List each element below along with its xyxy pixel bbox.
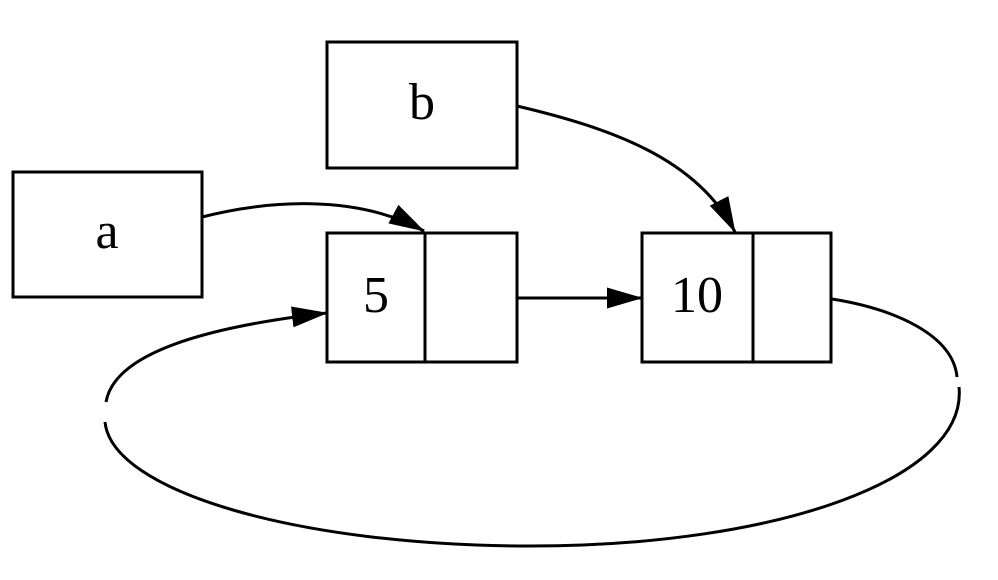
- edge-a-to-node5: [201, 202, 425, 233]
- list-node-10-value: 10: [671, 267, 723, 324]
- edge-b-to-node10: [516, 104, 737, 233]
- list-node-10: [640, 231, 833, 364]
- list-node-5: [325, 231, 519, 364]
- variable-box-b: [325, 40, 519, 170]
- edge-node10-to-node5-segment-left: [104, 306, 328, 403]
- list-node-5-value: 5: [363, 267, 389, 324]
- variable-box-a: [11, 170, 204, 299]
- variable-label-b: b: [409, 74, 435, 131]
- variable-label-a: a: [95, 203, 118, 260]
- edge-node10-to-node5-segment-bottom: [103, 386, 961, 548]
- edge-node10-to-node5-segment-right: [831, 297, 959, 378]
